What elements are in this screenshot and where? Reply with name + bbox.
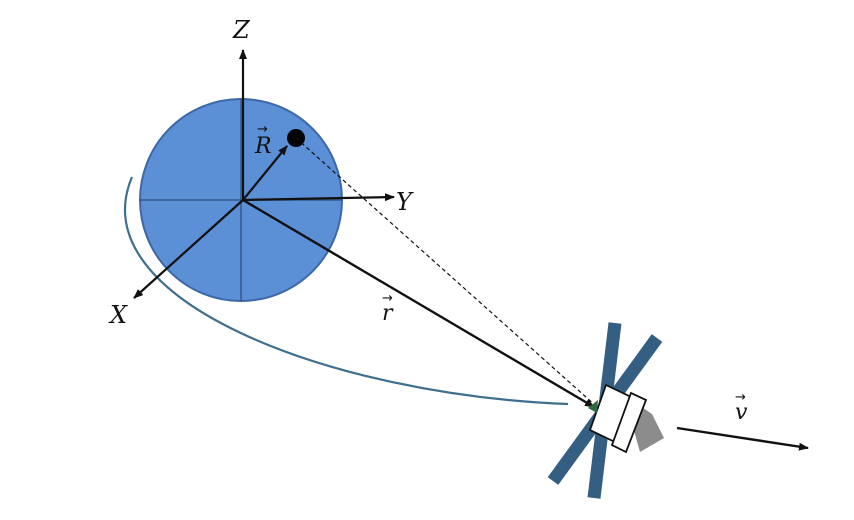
x-axis <box>133 199 244 299</box>
satellite-instrument-panel <box>610 391 648 454</box>
station-vector-label: → R <box>254 122 272 159</box>
velocity-vector-symbol: v <box>735 400 748 425</box>
coordinate-axes <box>133 49 395 299</box>
satellite-vector-label: → r <box>382 291 394 326</box>
orbit-path <box>124 176 569 406</box>
station-vector-arrow-glyph: → <box>257 122 268 137</box>
velocity-vector-label: → v <box>735 390 748 425</box>
station-vector-symbol: R <box>254 134 272 159</box>
thruster-icon <box>588 400 598 413</box>
satellite <box>547 322 664 499</box>
satellite-vector-symbol: r <box>382 301 394 326</box>
x-axis-label: X <box>108 301 128 329</box>
satellite-position-vector <box>242 198 595 409</box>
satellite-vector-arrow-glyph: → <box>382 291 393 306</box>
line-of-sight <box>295 137 597 407</box>
velocity-vector <box>676 426 809 451</box>
earth <box>139 98 343 302</box>
y-axis <box>242 193 395 202</box>
station-position-vector <box>242 145 288 201</box>
velocity-vector-arrow-glyph: → <box>735 390 746 405</box>
z-axis-label: Z <box>232 16 251 44</box>
y-axis-label: Y <box>396 188 414 216</box>
